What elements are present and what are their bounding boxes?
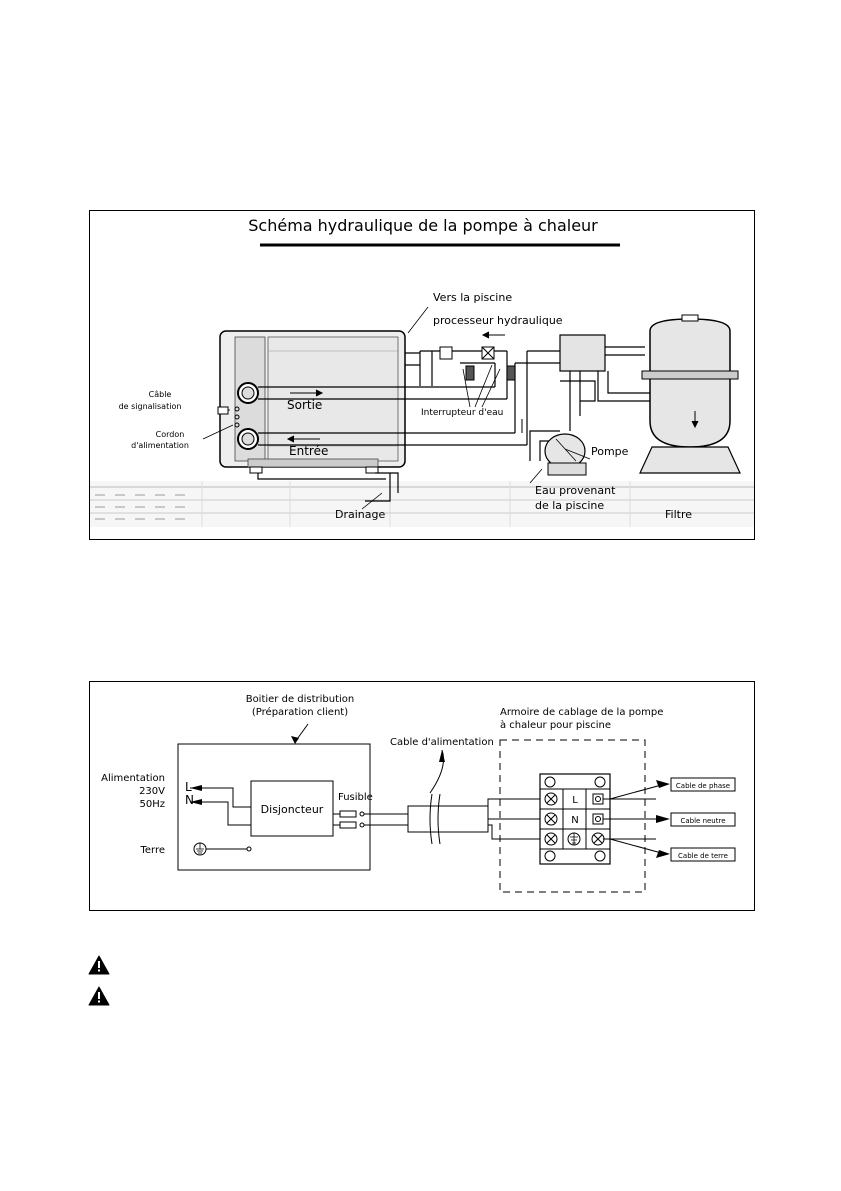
hydraulic-title: Schéma hydraulique de la pompe à chaleur: [248, 216, 598, 235]
wiring-cabinet: [499, 739, 646, 893]
warning-triangle-icon: [88, 955, 110, 975]
distribution-box: [177, 743, 371, 871]
ground-area: [90, 481, 754, 527]
label-boitier-1: Boitier de distribution: [246, 694, 355, 705]
l-arrow: [190, 785, 202, 791]
electrical-diagram: L N: [89, 681, 755, 911]
label-vers-piscine: Vers la piscine: [433, 291, 512, 304]
breaker-box: [250, 780, 334, 837]
pool-pump: [544, 433, 587, 476]
label-boitier-2: (Préparation client): [252, 706, 348, 718]
filter-tank: [639, 314, 741, 474]
label-armoire-1: Armoire de cablage de la pompe: [500, 707, 663, 718]
label-cable-signal-1: Câble: [149, 390, 172, 399]
label-cable-phase: Cable de phase: [676, 782, 730, 790]
power-cable: [407, 749, 489, 845]
label-filtre: Filtre: [665, 508, 692, 521]
fuse-2: [339, 821, 357, 829]
label-interrupteur: Interrupteur d'eau: [421, 408, 503, 418]
label-alimentation: Alimentation: [101, 773, 165, 784]
label-terre: Terre: [139, 845, 165, 856]
cable-phase-box: [670, 777, 736, 792]
flow-arrows: [286, 331, 699, 443]
label-cable-terre: Cable de terre: [678, 852, 728, 860]
output-arrows: [609, 783, 666, 855]
label-fusible: Fusible: [338, 792, 373, 803]
label-disjoncteur: Disjoncteur: [261, 803, 324, 816]
warning-triangle-icon: [88, 986, 110, 1006]
label-eau-2: de la piscine: [535, 499, 604, 512]
label-voltage: 230V: [139, 786, 165, 797]
label-drainage: Drainage: [335, 508, 385, 521]
label-sortie: Sortie: [287, 398, 322, 412]
label-frequency: 50Hz: [140, 799, 166, 810]
cable-neutre-box: [670, 812, 736, 827]
terminal-label-n: N: [571, 815, 578, 826]
label-armoire-2: à chaleur pour piscine: [500, 719, 611, 731]
cable-terre-box: [670, 847, 736, 862]
leader-lines: [202, 306, 591, 510]
label-cordon-1: Cordon: [156, 430, 185, 439]
label-entree: Entrée: [289, 444, 328, 458]
pipes: [257, 334, 650, 502]
label-cordon-2: d'alimentation: [131, 441, 189, 450]
hydraulic-svg: Schéma hydraulique de la pompe à chaleur: [90, 216, 754, 527]
terminal-label-l: L: [572, 795, 578, 806]
label-eau-1: Eau provenant: [535, 484, 616, 497]
label-processeur: processeur hydraulique: [433, 314, 563, 327]
label-n: N: [185, 793, 194, 807]
water-switches: [439, 346, 516, 381]
label-l: L: [185, 780, 192, 794]
electrical-svg: L N: [101, 694, 736, 893]
label-cable-alim: Cable d'alimentation: [390, 737, 494, 748]
signal-cable-connector: [217, 406, 229, 415]
fuse-1: [339, 810, 357, 818]
label-cable-signal-2: de signalisation: [119, 402, 182, 411]
label-pompe: Pompe: [591, 445, 629, 458]
n-arrow: [190, 799, 202, 805]
earth-symbol-icon: [193, 842, 207, 856]
terminal-block: [539, 773, 611, 865]
label-cable-neutre: Cable neutre: [680, 817, 725, 825]
hydraulic-diagram: Schéma hydraulique de la pompe à chaleur: [89, 210, 755, 540]
